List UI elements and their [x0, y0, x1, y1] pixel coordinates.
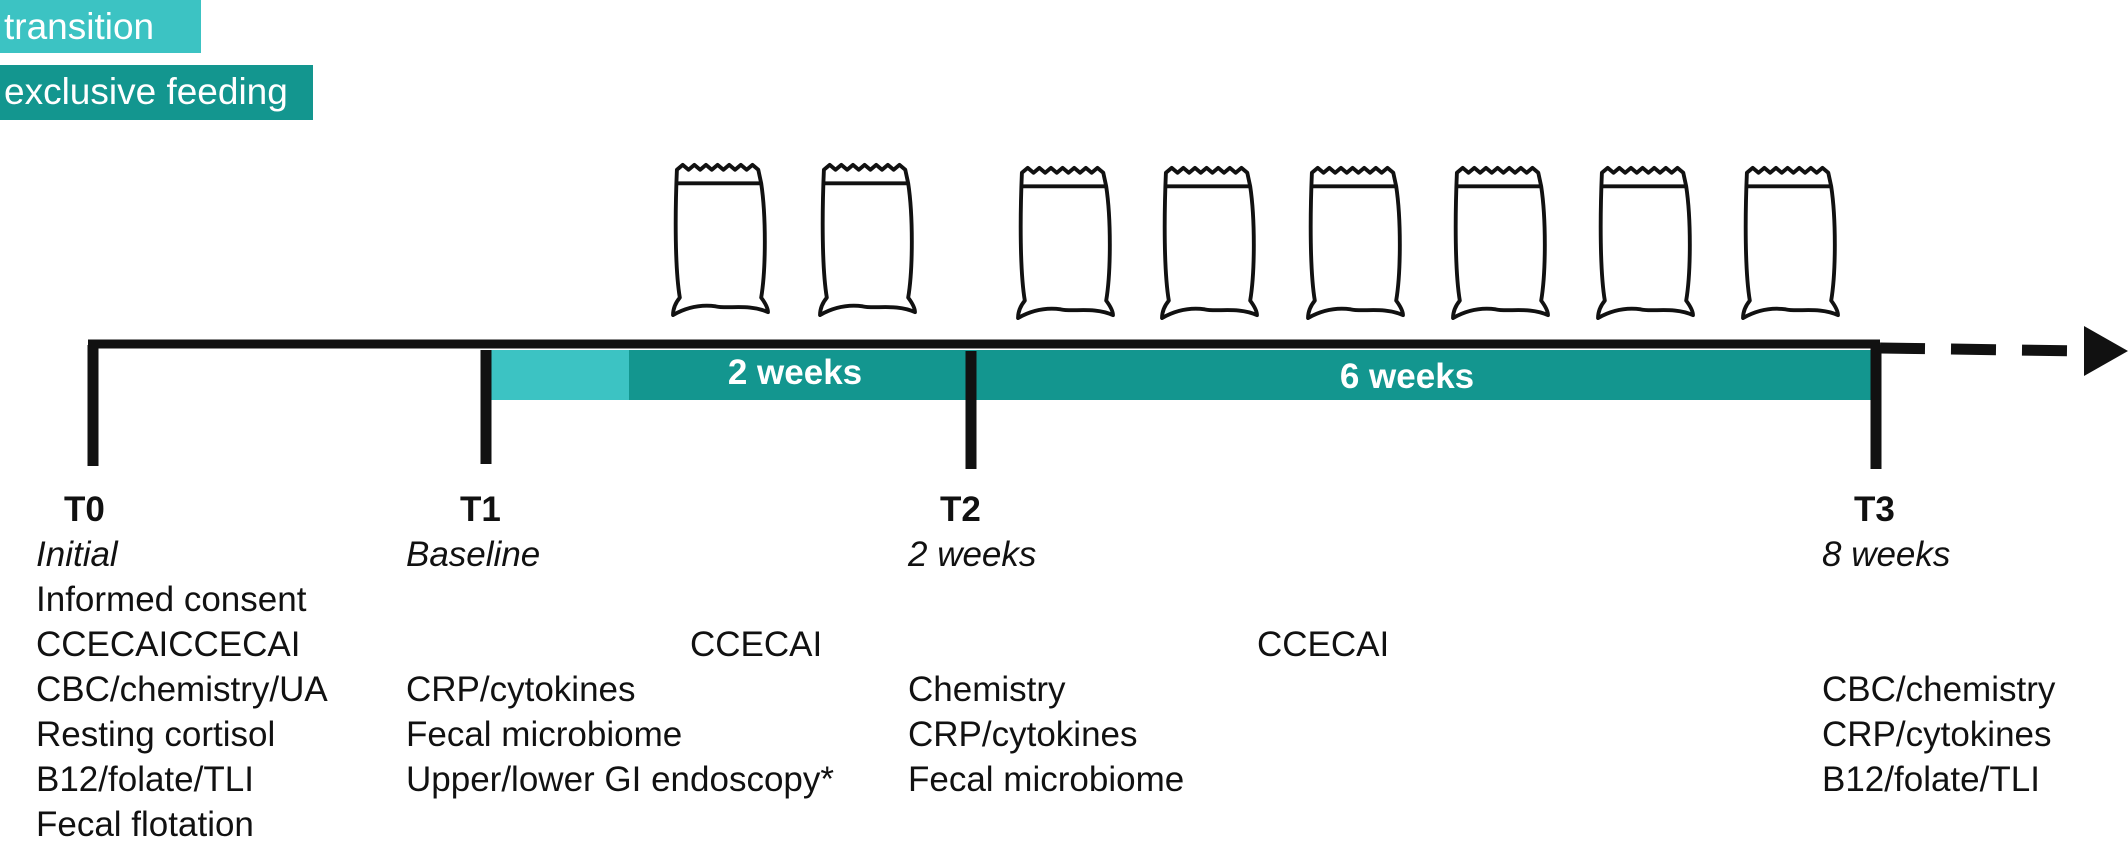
timepoint-t1: T1 Baseline CRP/cytokines Fecal microbio…: [406, 487, 834, 802]
list-item: CRP/cytokines: [908, 715, 1138, 754]
continuation-dashed-line: [1879, 342, 2086, 357]
list-item: B12/folate/TLI: [1822, 760, 2040, 799]
list-item: Chemistry: [908, 670, 1066, 709]
timepoint-sublabel: Initial: [36, 535, 118, 574]
timepoint-t0: T0 Initial Informed consent CCECAICCECAI…: [36, 487, 328, 847]
list-item: Fecal microbiome: [406, 715, 683, 754]
timepoint-sublabel: 2 weeks: [908, 535, 1037, 574]
food-bag-icon: [1162, 168, 1257, 318]
timepoint-t3: T3 8 weeks CBC/chemistry CRP/cytokines B…: [1822, 487, 2055, 802]
timepoint-sublabel: 8 weeks: [1822, 535, 1951, 574]
legend-exclusive-feeding: exclusive feeding: [0, 65, 313, 120]
interval-note-t2-t3: CCECAI: [1257, 625, 1390, 664]
food-bag-icon: [1453, 168, 1548, 318]
list-item: CCECAICCECAI: [36, 625, 301, 664]
food-bag-icon: [1018, 168, 1113, 318]
legend-transition-label: transition: [4, 6, 155, 47]
list-item: CBC/chemistry: [1822, 670, 2056, 709]
list-item: Informed consent: [36, 580, 307, 619]
food-bags: [673, 165, 1838, 318]
phase-label-2-weeks: 2 weeks: [728, 353, 862, 392]
arrow-head-icon: [2084, 326, 2128, 376]
list-item: B12/folate/TLI: [36, 760, 254, 799]
timepoint-label: T3: [1854, 490, 1895, 529]
timepoint-label: T0: [64, 490, 105, 529]
food-bag-icon: [1308, 168, 1403, 318]
food-bag-icon: [820, 165, 915, 315]
legend-transition: transition: [0, 0, 201, 53]
transition-bar: [489, 350, 629, 400]
timepoint-sublabel: Baseline: [406, 535, 541, 574]
food-bag-icon: [1598, 168, 1693, 318]
phase-label-6-weeks: 6 weeks: [1340, 357, 1474, 396]
interval-note-t1-t2: CCECAI: [690, 625, 823, 664]
list-item: Fecal microbiome: [908, 760, 1185, 799]
timepoint-t2: T2 2 weeks Chemistry CRP/cytokines Fecal…: [908, 487, 1184, 802]
legend-exclusive-feeding-label: exclusive feeding: [4, 71, 288, 112]
timepoint-label: T2: [940, 490, 981, 529]
list-item: Resting cortisol: [36, 715, 276, 754]
exclusive-feeding-bar: [629, 350, 1876, 400]
food-bag-icon: [673, 165, 768, 315]
timepoint-label: T1: [460, 490, 501, 529]
food-bag-icon: [1743, 168, 1838, 318]
list-item: CBC/chemistry/UA: [36, 670, 328, 709]
list-item: Fecal flotation: [36, 805, 254, 844]
list-item: CRP/cytokines: [1822, 715, 2052, 754]
list-item: CRP/cytokines: [406, 670, 636, 709]
list-item: Upper/lower GI endoscopy*: [406, 760, 834, 799]
